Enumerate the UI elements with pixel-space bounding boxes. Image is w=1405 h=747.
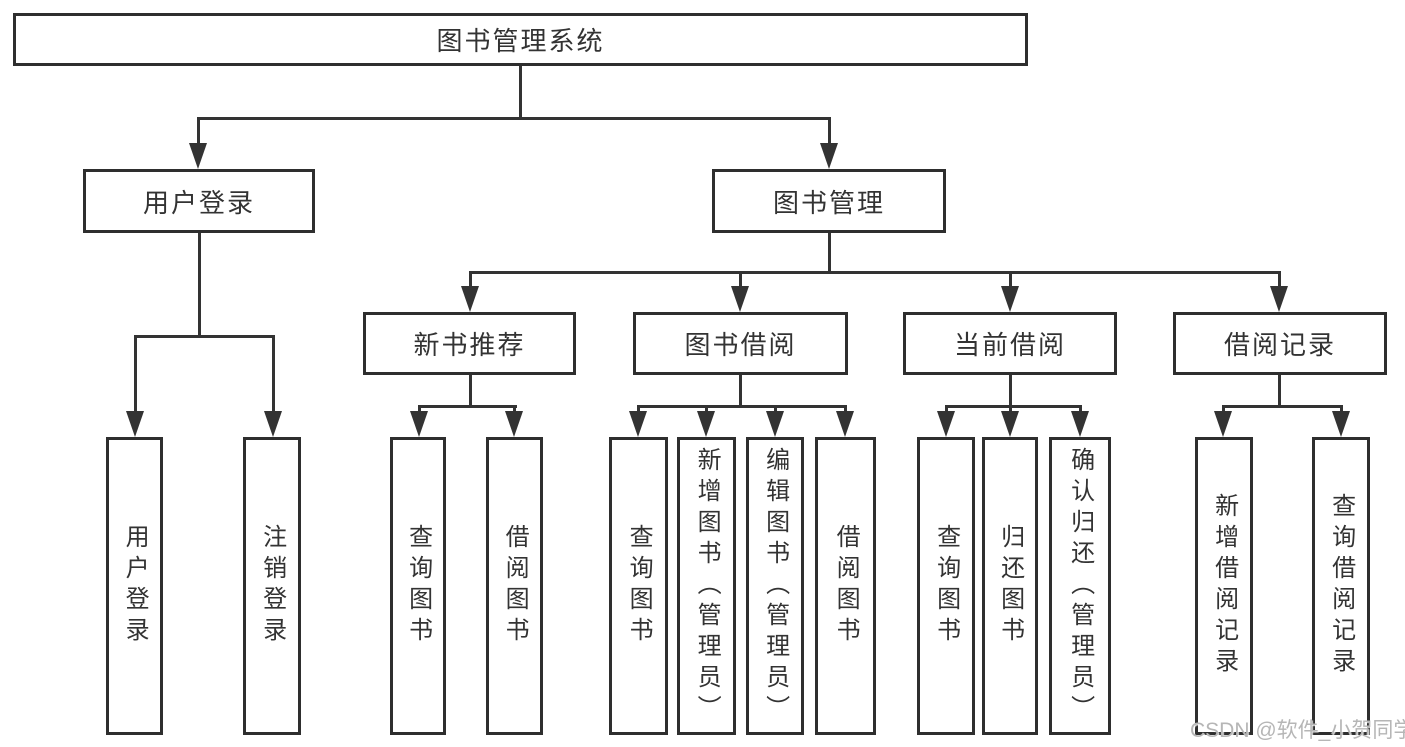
node-label: 用户登录: [142, 187, 255, 218]
node-label: 编辑图书（管理员）: [761, 446, 789, 726]
connector-arrow: [1071, 411, 1089, 437]
connector-line: [1222, 405, 1343, 408]
connector-line: [272, 335, 275, 413]
node-label: 新书推荐: [413, 330, 526, 360]
node-label: 查询借阅记录: [1327, 493, 1355, 679]
connector-line: [418, 405, 421, 415]
connector-line: [1009, 375, 1012, 407]
connector-line: [419, 405, 517, 408]
connector-line: [513, 405, 516, 415]
connector-line: [1079, 405, 1082, 415]
connector-line: [1009, 271, 1012, 289]
connector-arrow: [505, 411, 523, 437]
node-label: 查询图书: [404, 524, 432, 648]
node-user-login: 用户登录: [83, 169, 315, 233]
connector-line: [134, 335, 137, 413]
node-leaf-query-books-recommend: 查询图书: [390, 437, 446, 735]
node-label: 借阅图书: [832, 524, 860, 648]
connector-arrow: [1001, 286, 1019, 312]
node-label: 用户登录: [121, 524, 149, 648]
node-label: 借阅图书: [501, 524, 529, 648]
node-book-borrow: 图书借阅: [633, 312, 848, 375]
connector-line: [469, 271, 472, 289]
node-label: 新增借阅记录: [1210, 493, 1238, 679]
connector-arrow: [1270, 286, 1288, 312]
node-borrow-records: 借阅记录: [1173, 312, 1387, 375]
node-leaf-add-books-admin: 新增图书（管理员）: [677, 437, 736, 735]
node-label: 图书管理: [772, 187, 885, 218]
connector-arrow: [697, 411, 715, 437]
connector-line: [844, 405, 847, 415]
connector-line: [739, 375, 742, 407]
node-label: 归还图书: [996, 524, 1024, 648]
node-leaf-logout: 注销登录: [243, 437, 301, 735]
connector-line: [198, 233, 201, 337]
connector-arrow: [766, 411, 784, 437]
connector-arrow: [126, 411, 144, 437]
connector-arrow: [1332, 411, 1350, 437]
connector-line: [469, 375, 472, 407]
connector-line: [945, 405, 948, 415]
connector-line: [1009, 405, 1012, 415]
connector-line: [705, 405, 708, 415]
node-label: 确认归还（管理员）: [1066, 446, 1094, 726]
connector-line: [519, 66, 522, 118]
connector-arrow: [836, 411, 854, 437]
connector-arrow: [629, 411, 647, 437]
connector-line: [197, 117, 200, 145]
node-leaf-borrow-books-recommend: 借阅图书: [486, 437, 543, 735]
connector-line: [134, 335, 275, 338]
connector-arrow: [264, 411, 282, 437]
connector-arrow: [410, 411, 428, 437]
connector-line: [828, 117, 831, 145]
node-leaf-query-books: 查询图书: [609, 437, 668, 735]
node-label: 当前借阅: [953, 330, 1066, 360]
node-new-book-recommend: 新书推荐: [363, 312, 576, 375]
node-leaf-query-books-current: 查询图书: [917, 437, 975, 735]
node-label: 图书管理系统: [436, 26, 605, 56]
connector-line: [1222, 405, 1225, 415]
node-current-borrow: 当前借阅: [903, 312, 1117, 375]
connector-line: [945, 405, 1081, 408]
node-label: 查询图书: [932, 524, 960, 648]
connector-line: [469, 271, 1280, 274]
connector-line: [637, 405, 846, 408]
node-leaf-user-login: 用户登录: [106, 437, 163, 735]
connector-line: [1278, 375, 1281, 407]
connector-arrow: [461, 286, 479, 312]
connector-line: [1340, 405, 1343, 415]
node-leaf-edit-books-admin: 编辑图书（管理员）: [746, 437, 804, 735]
connector-line: [1278, 271, 1281, 289]
node-book-management: 图书管理: [712, 169, 946, 233]
connector-line: [774, 405, 777, 415]
connector-arrow: [731, 286, 749, 312]
connector-arrow: [820, 143, 838, 169]
node-label: 借阅记录: [1223, 330, 1336, 360]
connector-arrow: [937, 411, 955, 437]
node-leaf-add-borrow-record: 新增借阅记录: [1195, 437, 1253, 735]
connector-arrow: [1214, 411, 1232, 437]
node-label: 注销登录: [258, 524, 286, 648]
node-library-management-system: 图书管理系统: [13, 13, 1028, 66]
node-leaf-query-borrow-record: 查询借阅记录: [1312, 437, 1370, 735]
node-leaf-confirm-return-admin: 确认归还（管理员）: [1049, 437, 1111, 735]
node-label: 图书借阅: [684, 330, 797, 360]
node-leaf-return-books: 归还图书: [982, 437, 1038, 735]
node-label: 查询图书: [625, 524, 653, 648]
connector-line: [828, 233, 831, 273]
csdn-watermark: CSDN @软件_小贺同学: [1190, 719, 1405, 742]
node-leaf-borrow-books: 借阅图书: [815, 437, 876, 735]
connector-arrow: [189, 143, 207, 169]
node-label: 新增图书（管理员）: [693, 446, 721, 726]
connector-arrow: [1001, 411, 1019, 437]
connector-line: [198, 117, 831, 120]
connector-line: [739, 271, 742, 289]
connector-line: [637, 405, 640, 415]
